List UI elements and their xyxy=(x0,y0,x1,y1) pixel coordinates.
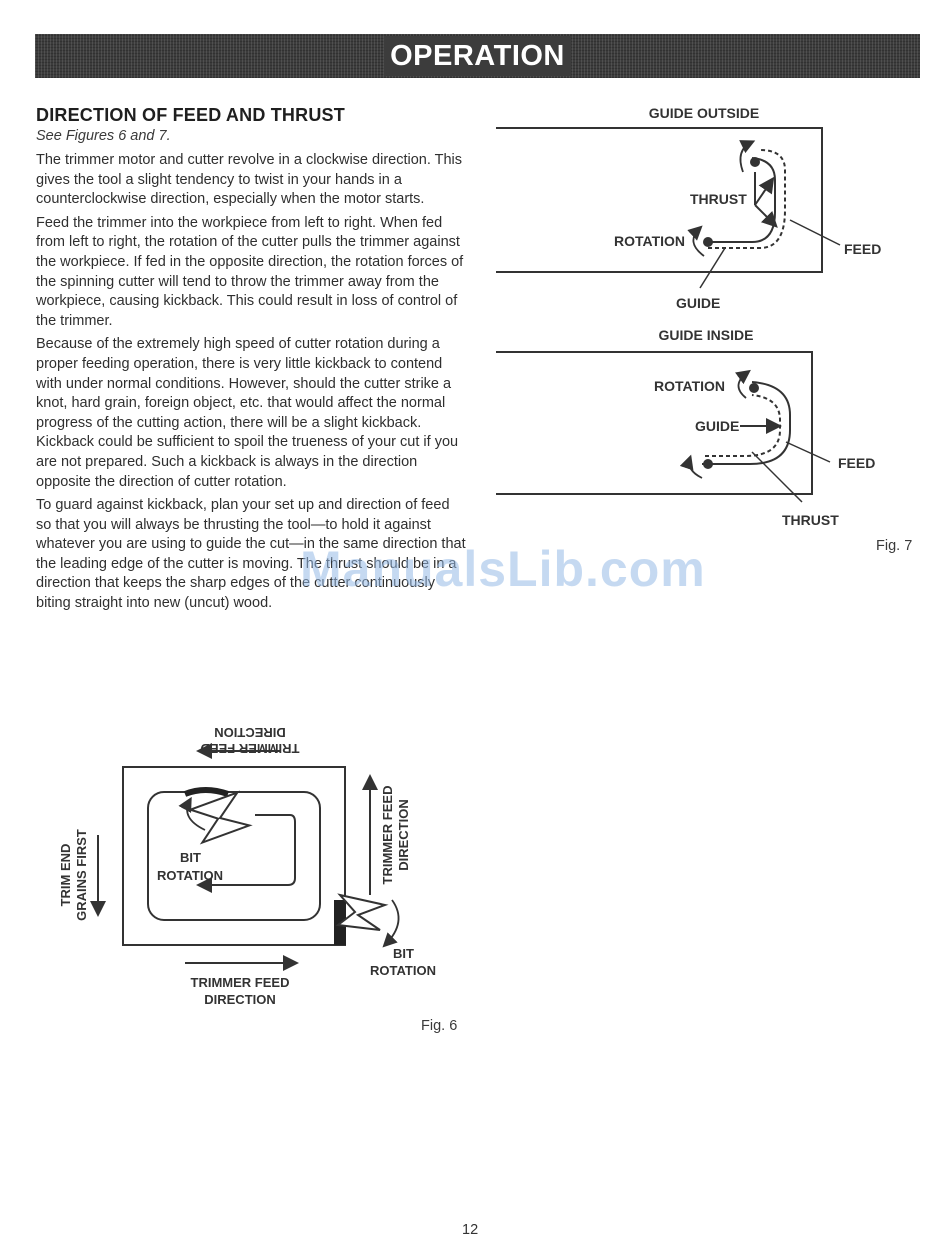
fig7-inside-rotation: ROTATION xyxy=(654,378,725,394)
header-title: OPERATION xyxy=(384,36,571,76)
fig6-bottom-label-1: TRIMMER FEED xyxy=(191,975,290,990)
fig6-top-label-line2: TRIMMER FEED xyxy=(201,741,300,756)
page-number: 12 xyxy=(462,1222,479,1238)
fig6-caption: Fig. 6 xyxy=(421,1018,458,1034)
fig6-inner-bit: BIT xyxy=(180,850,201,865)
fig7-outside-rotation: ROTATION xyxy=(614,233,685,249)
fig6-left-label-1: TRIM END xyxy=(58,844,73,907)
fig6-top-label-line1: DIRECTION xyxy=(214,725,286,740)
fig6-right-label-2: DIRECTION xyxy=(396,799,411,871)
section-figure-reference: See Figures 6 and 7. xyxy=(36,128,171,144)
fig7-inside-thrust: THRUST xyxy=(782,512,839,528)
figure-6: DIRECTION TRIMMER FEED BIT ROTATION TRIM… xyxy=(40,700,460,1010)
fig7-outside-feed: FEED xyxy=(844,241,881,257)
section-title: DIRECTION OF FEED AND THRUST xyxy=(36,105,345,125)
watermark: ManualsLib.com xyxy=(300,541,706,597)
paragraph: Because of the extremely high speed of c… xyxy=(36,336,459,490)
fig6-corner-bit: BIT xyxy=(393,946,414,961)
fig6-corner-rotation: ROTATION xyxy=(370,963,436,978)
fig7-caption: Fig. 7 xyxy=(876,538,913,554)
fig7-inside-guide: GUIDE xyxy=(695,418,739,434)
fig7-outside-thrust: THRUST xyxy=(690,191,747,207)
paragraph: Feed the trimmer into the workpiece from… xyxy=(36,214,464,329)
fig7-inside-title: GUIDE INSIDE xyxy=(659,327,754,343)
paragraph: The trimmer motor and cutter revolve in … xyxy=(36,152,463,208)
figure-7: GUIDE OUTSIDE THRUST ROTATION FEED GUIDE… xyxy=(490,100,910,530)
header-banner: OPERATION xyxy=(35,34,920,78)
fig6-right-label-1: TRIMMER FEED xyxy=(380,786,395,885)
fig6-bottom-label-2: DIRECTION xyxy=(204,992,276,1007)
fig6-inner-rotation: ROTATION xyxy=(157,868,223,883)
body-text: The trimmer motor and cutter revolve in … xyxy=(36,151,468,618)
fig6-left-label-2: GRAINS FIRST xyxy=(74,829,89,921)
fig7-inside-feed: FEED xyxy=(838,455,875,471)
fig7-outside-guide: GUIDE xyxy=(676,295,720,311)
fig7-outside-title: GUIDE OUTSIDE xyxy=(649,105,759,121)
paragraph: To guard against kickback, plan your set… xyxy=(36,497,466,612)
